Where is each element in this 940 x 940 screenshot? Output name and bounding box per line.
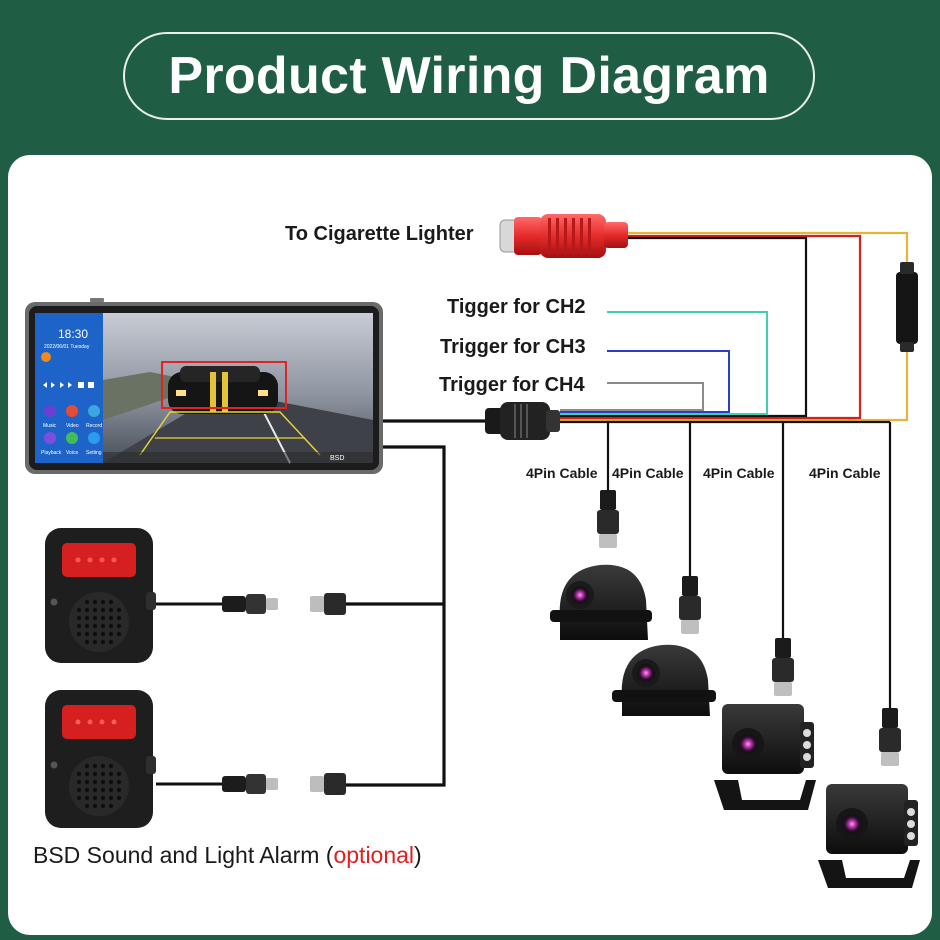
alarm-caption-text: BSD Sound and Light Alarm (33, 842, 326, 868)
cable-label-4: 4Pin Cable (809, 465, 881, 481)
side-camera-1 (550, 564, 652, 640)
app-playback: Playback (41, 450, 62, 456)
title-banner: Product Wiring Diagram (123, 32, 815, 120)
monitor (25, 298, 383, 474)
rear-camera-2 (818, 784, 920, 888)
splitter-connector (485, 402, 560, 440)
bsd-alarm-2 (45, 690, 156, 828)
app-record: Record (86, 423, 102, 429)
speaker-grille-2 (76, 763, 122, 809)
app-setting: Setting (86, 450, 102, 456)
alarm-caption-close: ) (414, 842, 422, 868)
page-title: Product Wiring Diagram (168, 47, 770, 105)
screen-date: 2022/06/01 Tuesday (44, 344, 90, 350)
ch3-trigger-label: Trigger for CH3 (440, 336, 586, 358)
cable-label-3: 4Pin Cable (703, 465, 775, 481)
app-video: Video (66, 423, 79, 429)
connector-ch1 (597, 490, 619, 548)
alarm-cable-2 (156, 773, 346, 795)
connector-ch3 (772, 638, 794, 696)
connector-ch2 (679, 576, 701, 634)
alarm-caption: BSD Sound and Light Alarm (optional) (33, 842, 422, 869)
ch4-trigger-label: Trigger for CH4 (439, 374, 585, 396)
camera-cables (560, 420, 892, 710)
alarm-caption-open: ( (325, 842, 334, 868)
screen-time: 18:30 (58, 327, 88, 341)
screen-bsd-badge: BSD (330, 455, 344, 462)
speaker-grille-1 (76, 599, 122, 645)
connector-ch4 (879, 708, 901, 766)
cable-label-2: 4Pin Cable (612, 465, 684, 481)
power-wires (560, 231, 909, 422)
alarm-cable-1 (156, 593, 346, 615)
app-voice: Voice (66, 450, 78, 456)
rear-camera-1 (714, 704, 816, 810)
cigarette-lighter-label: To Cigarette Lighter (285, 223, 474, 245)
ch2-trigger-label: Tigger for CH2 (447, 296, 586, 318)
cigarette-plug (499, 214, 628, 258)
alarm-caption-optional: optional (333, 842, 415, 868)
side-camera-2 (612, 644, 716, 716)
fuse-holder (896, 262, 918, 352)
bsd-alarm-1 (45, 528, 156, 663)
trigger-wires (560, 311, 768, 415)
monitor-cable (345, 419, 488, 787)
cable-label-1: 4Pin Cable (526, 465, 598, 481)
app-music: Music (43, 423, 57, 429)
